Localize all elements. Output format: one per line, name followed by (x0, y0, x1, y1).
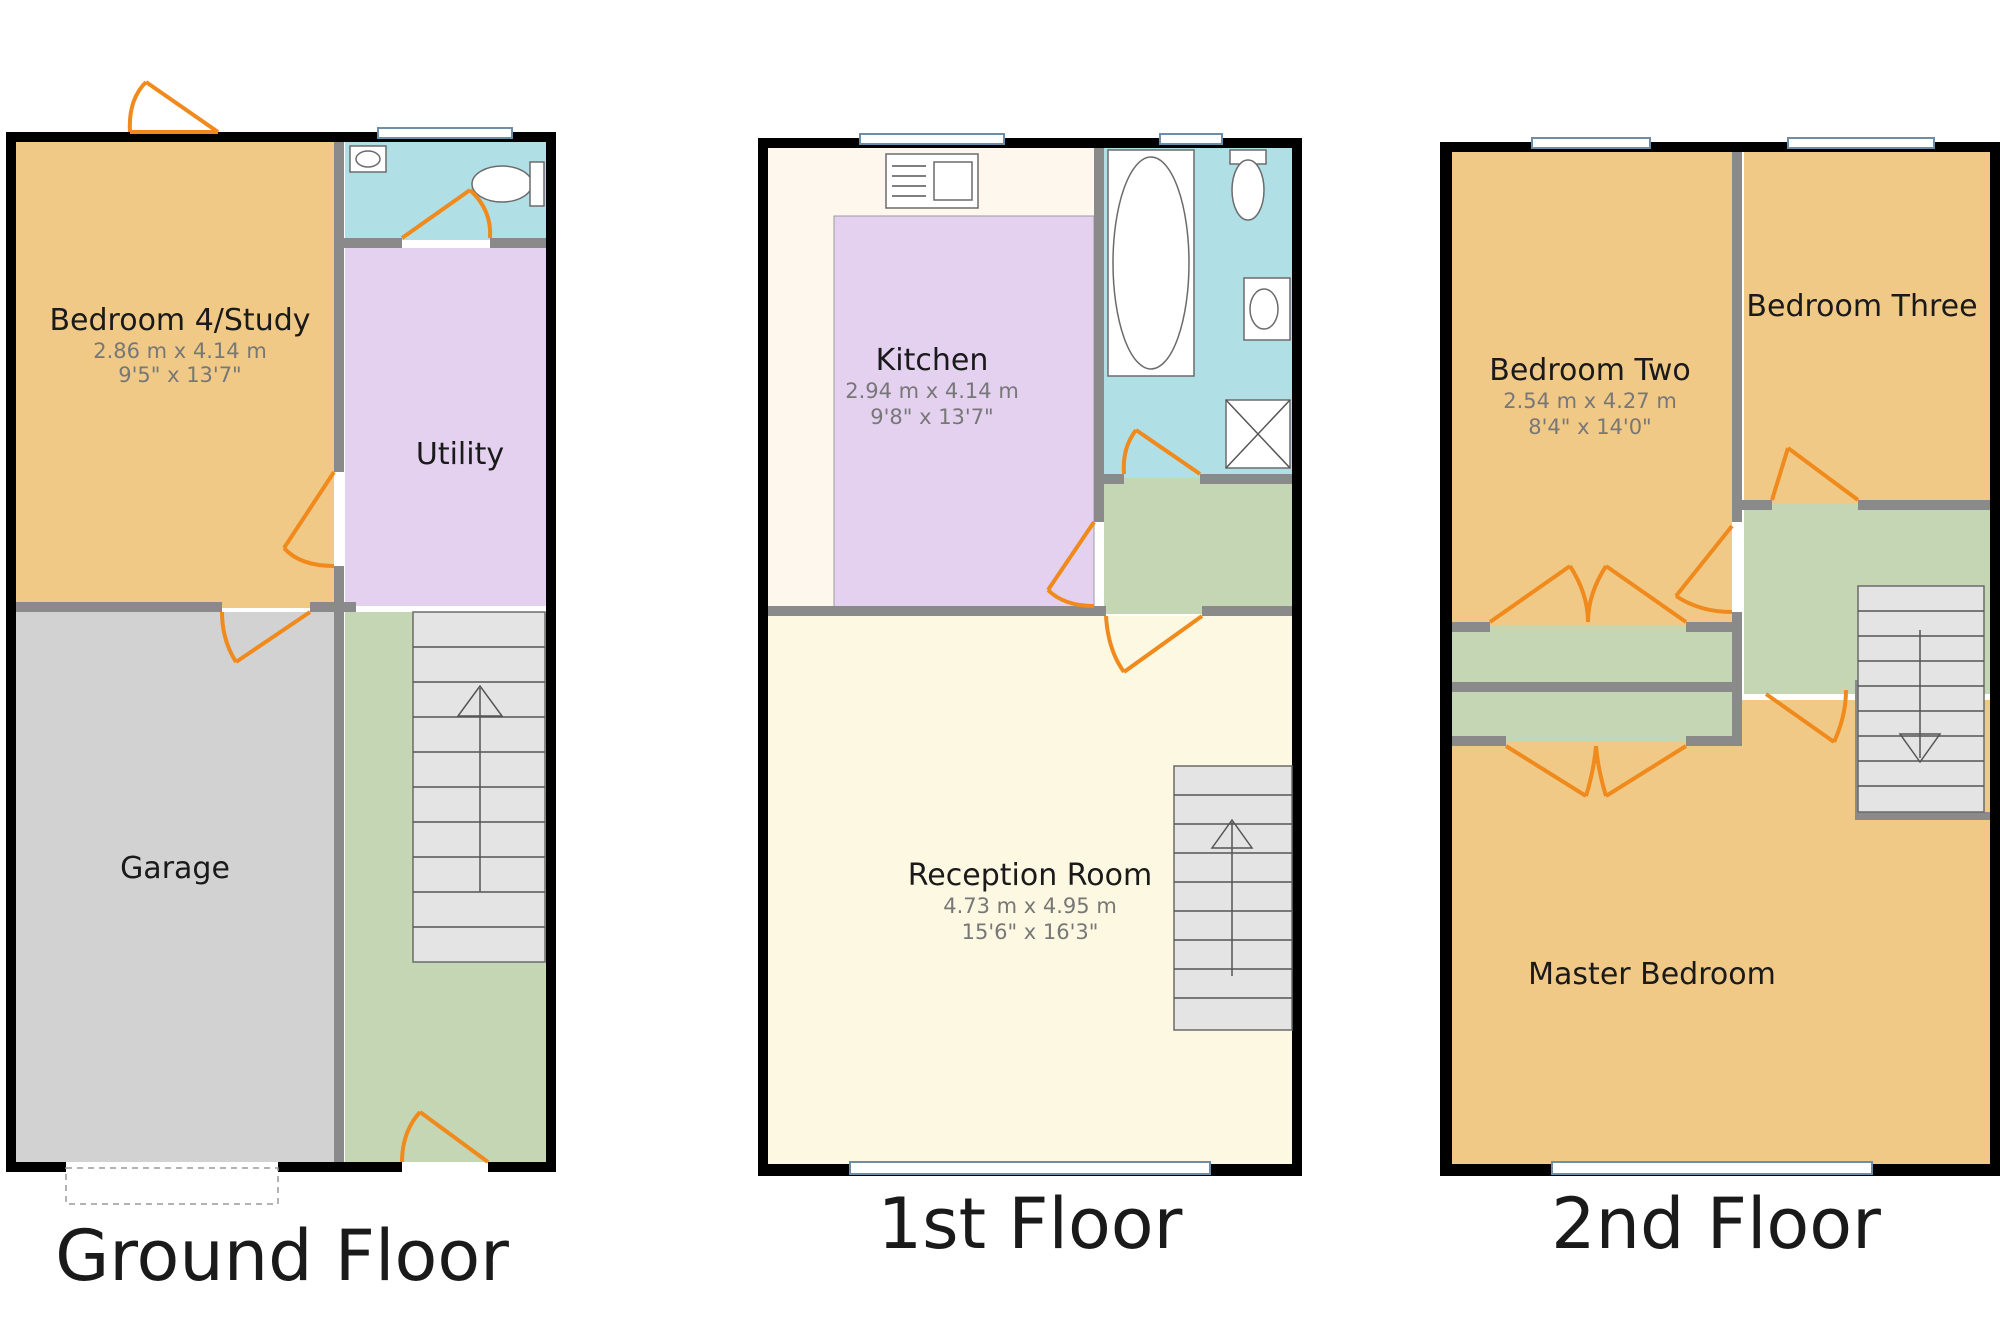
internal-wall (1452, 622, 1490, 632)
garage-door (65, 1167, 279, 1205)
wall (278, 1162, 402, 1172)
toilet (1231, 159, 1265, 221)
internal-wall (334, 566, 344, 1162)
wall (1292, 138, 1302, 1176)
kitchen-sink (885, 153, 979, 209)
wall (1990, 142, 2000, 1176)
internal-wall (1732, 612, 1742, 742)
internal-wall (1742, 500, 1772, 510)
staircase-first (1173, 765, 1293, 1031)
wall (758, 138, 768, 1176)
room-dim-imperial-kitchen: 9'8" x 13'7" (870, 405, 993, 429)
door (1504, 744, 1688, 798)
wall (1440, 142, 1994, 152)
room-label-garage: Garage (120, 851, 230, 886)
room-dim-imperial-bedroom4: 9'5" x 13'7" (118, 363, 241, 387)
internal-wall (1686, 622, 1742, 632)
internal-wall (1732, 152, 1742, 522)
staircase-second (1857, 585, 1985, 813)
room-label-bedroom-two: Bedroom Two (1489, 353, 1690, 388)
room-dim-imperial-reception: 15'6" x 16'3" (962, 920, 1099, 944)
room-dim-metric-bedroom4: 2.86 m x 4.14 m (93, 339, 267, 363)
internal-wall (1855, 812, 1990, 820)
floor-title-ground: Ground Floor (55, 1215, 509, 1297)
internal-wall (1686, 736, 1742, 746)
room-label-bedroom-three: Bedroom Three (1746, 289, 1977, 324)
door (1488, 564, 1688, 624)
window (1787, 137, 1935, 149)
room-label-master-bedroom: Master Bedroom (1528, 957, 1776, 992)
internal-wall (16, 602, 222, 612)
basin-bowl (1249, 288, 1279, 330)
window (1551, 1161, 1873, 1175)
window (859, 133, 1005, 145)
wardrobe-master (1452, 690, 1734, 742)
room-bedroom-three (1744, 152, 1994, 504)
basin-bowl (355, 150, 381, 168)
door (1770, 446, 1860, 502)
ground-floor-plan: Bedroom 4/Study 2.86 m x 4.14 m 9'5" x 1… (6, 80, 556, 1297)
internal-wall (334, 142, 344, 472)
room-label-bedroom4: Bedroom 4/Study (49, 303, 310, 338)
door (400, 188, 493, 240)
wall (6, 132, 556, 142)
internal-wall (310, 602, 356, 612)
window (849, 1161, 1211, 1175)
wardrobe-two (1452, 626, 1734, 684)
bathtub-basin (1112, 156, 1190, 370)
room-dim-metric-reception: 4.73 m x 4.95 m (943, 894, 1117, 918)
floor-title-first: 1st Floor (878, 1183, 1183, 1265)
window (1159, 133, 1223, 145)
internal-wall (1858, 500, 1990, 510)
room-label-reception: Reception Room (908, 858, 1152, 893)
door (220, 610, 312, 664)
room-dim-metric-bedroom-two: 2.54 m x 4.27 m (1503, 389, 1677, 413)
room-label-utility: Utility (416, 437, 504, 472)
second-floor-plan: Bedroom Two 2.54 m x 4.27 m 8'4" x 14'0"… (1440, 137, 2000, 1265)
window (1531, 137, 1651, 149)
room-bedroom4-study (16, 142, 334, 608)
internal-wall (1452, 682, 1742, 692)
door (400, 1110, 490, 1164)
wall (488, 1162, 556, 1172)
door (1104, 614, 1204, 674)
internal-wall (768, 606, 1106, 616)
internal-wall (1202, 606, 1292, 616)
wall (758, 138, 1302, 148)
room-dim-imperial-bedroom-two: 8'4" x 14'0" (1528, 415, 1651, 439)
window (377, 127, 513, 139)
floor-title-second: 2nd Floor (1551, 1183, 1881, 1265)
door (282, 470, 336, 568)
internal-wall (1200, 474, 1292, 484)
room-label-kitchen: Kitchen (876, 343, 989, 378)
room-dim-metric-kitchen: 2.94 m x 4.14 m (845, 379, 1019, 403)
wall (6, 1162, 66, 1172)
toilet-cistern (529, 161, 545, 207)
wall (546, 132, 556, 1172)
room-landing-first (1104, 478, 1292, 614)
room-utility (345, 248, 546, 606)
door (1046, 520, 1096, 608)
room-kitchen (833, 215, 1095, 609)
room-bedroom-two (1452, 152, 1732, 626)
wall (1440, 142, 1452, 1176)
internal-wall (1452, 736, 1506, 746)
wall (6, 132, 16, 1172)
internal-wall (1104, 474, 1124, 484)
door (127, 80, 220, 134)
first-floor-plan: Kitchen 2.94 m x 4.14 m 9'8" x 13'7" Rec… (758, 133, 1302, 1265)
internal-wall (490, 238, 546, 248)
staircase-ground (412, 611, 546, 963)
door (1121, 428, 1202, 476)
room-garage (16, 612, 334, 1162)
door (1764, 689, 1848, 744)
toilet (471, 165, 533, 203)
internal-wall (344, 238, 402, 248)
internal-wall (1094, 148, 1104, 522)
door (1674, 524, 1734, 614)
